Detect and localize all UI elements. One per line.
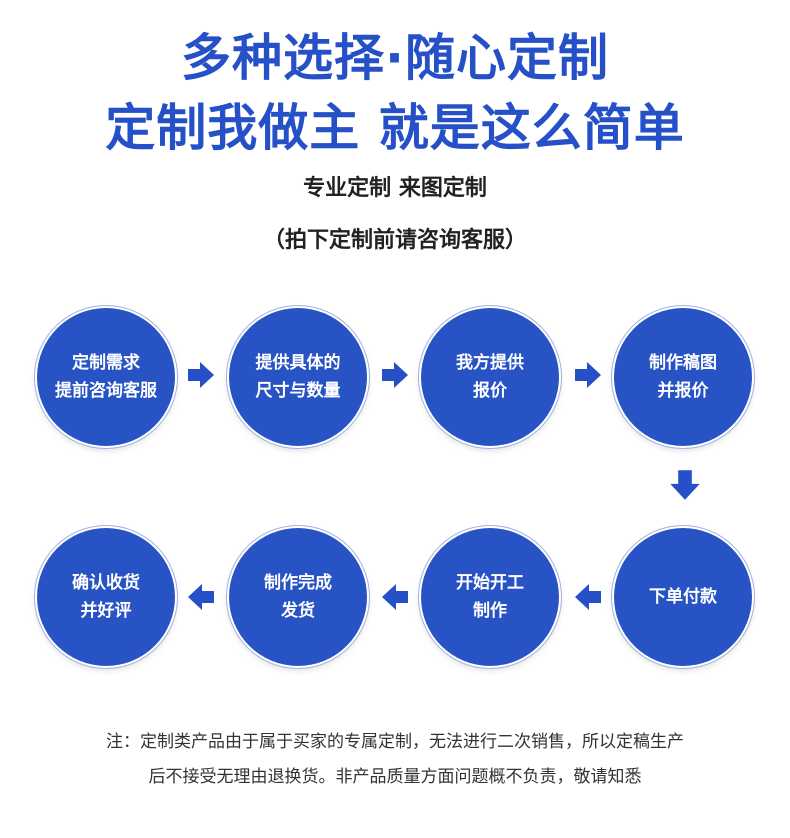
step-2-circle: 提供具体的 尺寸与数量 <box>229 308 367 446</box>
note-line1: 注：定制类产品由于属于买家的专属定制，无法进行二次销售，所以定稿生产 <box>106 732 684 752</box>
headline-line1: 多种选择·随心定制 <box>181 29 609 87</box>
step-1-line1: 定制需求 <box>72 353 140 373</box>
step-2-line1: 提供具体的 <box>255 353 341 373</box>
arrow-down-icon <box>668 468 702 502</box>
step-4-line2: 并报价 <box>657 381 709 401</box>
step-6-line2: 制作 <box>473 601 507 621</box>
step-3-line2: 报价 <box>473 381 507 401</box>
step-6-line1: 开始开工 <box>456 573 524 593</box>
step-8-line1: 确认收货 <box>72 573 140 593</box>
arrow-right-icon <box>186 360 216 390</box>
arrow-left-icon <box>186 582 216 612</box>
step-6-circle: 开始开工 制作 <box>421 528 559 666</box>
step-3-line1: 我方提供 <box>456 353 524 373</box>
arrow-right-icon <box>380 360 410 390</box>
note-line2: 后不接受无理由退换货。非产品质量方面问题概不负责，敬请知悉 <box>148 767 642 787</box>
step-8-circle: 确认收货 并好评 <box>37 528 175 666</box>
arrow-right-icon <box>573 360 603 390</box>
step-1-circle: 定制需求 提前咨询客服 <box>37 308 175 446</box>
arrow-left-icon <box>573 582 603 612</box>
step-1-line2: 提前咨询客服 <box>55 381 157 401</box>
step-5-circle: 下单付款 <box>614 528 752 666</box>
step-5-line1: 下单付款 <box>649 587 717 607</box>
step-7-line2: 发货 <box>281 601 315 621</box>
step-4-circle: 制作稿图 并报价 <box>614 308 752 446</box>
step-7-line1: 制作完成 <box>264 573 332 593</box>
arrow-left-icon <box>380 582 410 612</box>
step-4-line1: 制作稿图 <box>649 353 717 373</box>
step-2-line2: 尺寸与数量 <box>255 381 341 401</box>
step-8-line2: 并好评 <box>80 601 132 621</box>
subtitle-line2: （拍下定制前请咨询客服） <box>262 228 527 253</box>
headline-line2: 定制我做主 就是这么简单 <box>105 99 685 157</box>
step-3-circle: 我方提供 报价 <box>421 308 559 446</box>
subtitle-line1: 专业定制 来图定制 <box>303 176 487 201</box>
step-7-circle: 制作完成 发货 <box>229 528 367 666</box>
